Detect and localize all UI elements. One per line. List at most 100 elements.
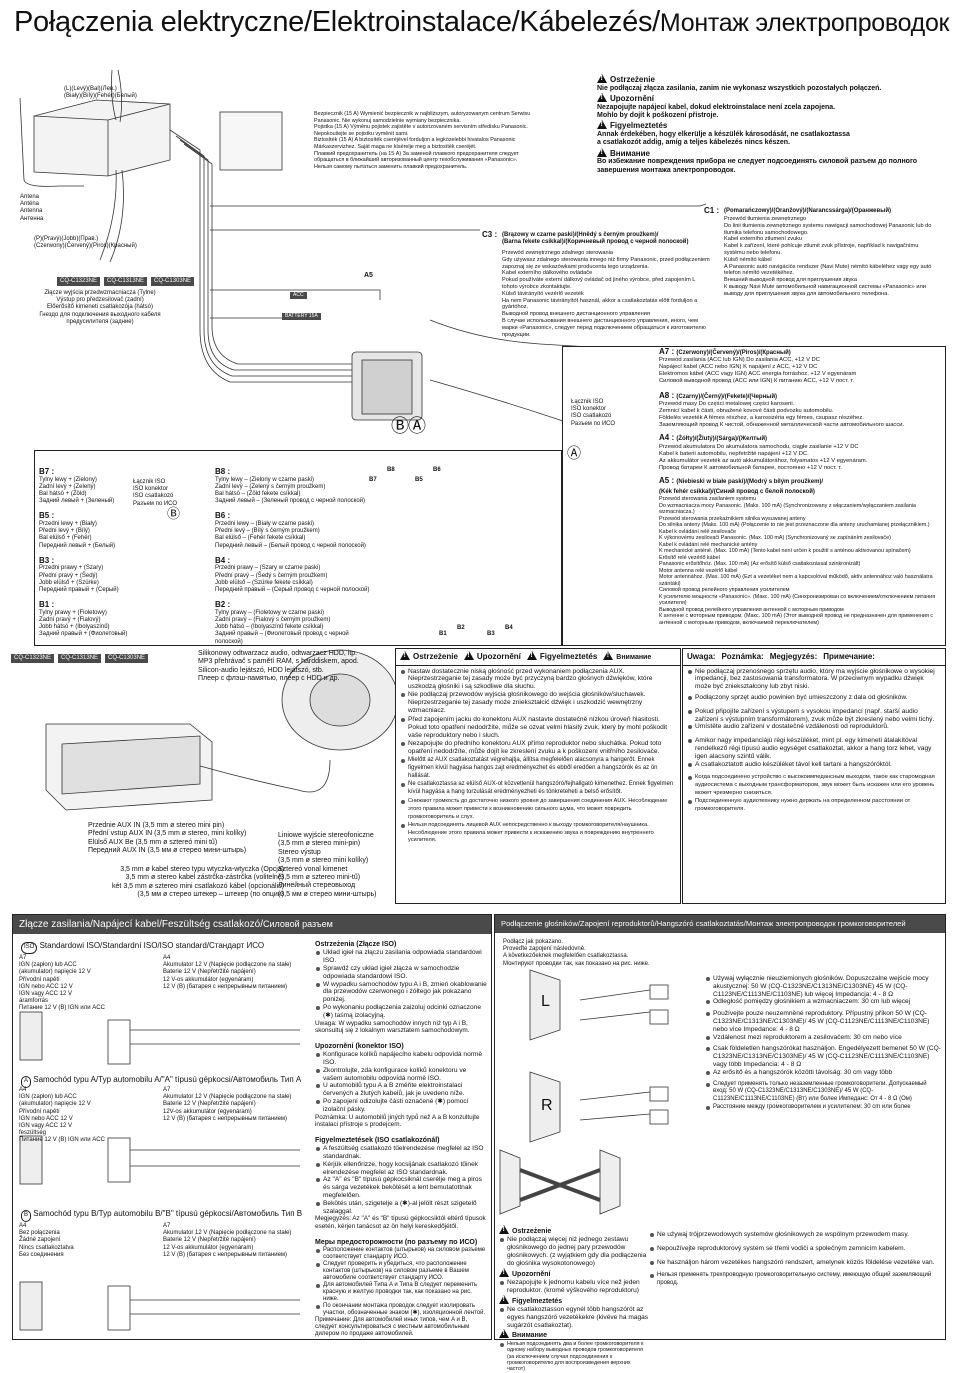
pin-a4: A4 : (Żółty)/(Žlutý)/(Sárga)/(Желтый) Pr…: [659, 433, 868, 471]
speaker-warning-right: Ne używaj trójprzewodowych systemów głoś…: [649, 1231, 939, 1288]
list-item: Нельзя применять трехпроводную громкогов…: [649, 1272, 939, 1288]
warning-icon: [597, 74, 607, 83]
power-hu-note: Megjegyzés: Az "A" és "B" típusú gépkocs…: [315, 1215, 486, 1230]
pin-b6: B6 :Przedni lewy – (Biały w czarne paski…: [215, 511, 366, 549]
power-cz-note: Poznámka: U automobilů jiných typů než A…: [315, 1113, 480, 1129]
warning-icon: [597, 93, 607, 102]
list-item: Podłączony sprzęt audio powinien być umi…: [687, 694, 941, 702]
list-item: Az erősítő és a hangszórók közötti távol…: [705, 1069, 941, 1077]
list-item: Nie podłączaj przewodów wyjścia głośniko…: [400, 691, 676, 714]
pin-b3: B3 :Przedni prawy + (Szary) Přední pravý…: [39, 555, 119, 594]
speaker-left-label: L: [541, 993, 550, 1010]
list-item: Нельзя подсоединять два и более громкого…: [499, 1341, 649, 1373]
power-hu-head: Figyelmeztetések (ISO csatlakozónál): [315, 1136, 440, 1144]
model-tag: CQ-C1313NE: [58, 654, 102, 663]
c1-id: C1 :: [704, 206, 720, 215]
iso-b-left-pins: B7 :Tylny lewy + (Zielony) Zadní levý + …: [39, 467, 135, 639]
iso-a-label: Łącznik ISO ISO konektor ISO csatlakozó …: [571, 399, 616, 427]
list-item: Konfigurace kolíků napájecího kabelu odp…: [315, 1051, 487, 1067]
list-item: По окончании монтажа проводок следует из…: [315, 1303, 487, 1317]
speaker-section: Podłączenie głośników/Zapojení reprodukt…: [494, 914, 946, 1372]
aux-warning-heads: Ostrzeżenie Upozornění Figyelmeztetés Вн…: [396, 649, 680, 666]
list-item: Расстояние между громкоговорителем и уси…: [705, 1104, 941, 1112]
warning-icon: [400, 651, 410, 660]
list-item: Odległość pomiędzy głośnikiem a wzmacnia…: [705, 998, 941, 1006]
car-icon: B: [21, 1210, 32, 1222]
list-item: Amikor nagy impedanciájú régi készüléket…: [687, 737, 941, 760]
c3-id: C3 :: [482, 230, 498, 239]
list-item: Nepoužívejte reproduktorový systém se tř…: [649, 1245, 939, 1253]
list-item: Nezapojujte k jednomu kabelu více než je…: [499, 1279, 649, 1295]
list-item: Umístěte audio zařízení v dostatečné vzd…: [687, 723, 941, 731]
list-item: Nastaw dostatecznie niską głośność przed…: [400, 668, 676, 691]
warning-icon: [603, 651, 614, 660]
battery-tag: BATTERY 15A: [282, 313, 321, 320]
aux-model-tags: CQ-C1323NE CQ-C1313NE CQ-C1303NE: [11, 654, 149, 663]
speaker-label-b7: B7: [369, 477, 377, 483]
pin-b2: B2 :Tylny prawy – (Fioletowy w czarne pa…: [215, 600, 349, 645]
car-icon: A: [21, 1076, 32, 1088]
warning-cz-text: Nezapojujte napájecí kabel, dokud elektr…: [597, 103, 836, 119]
model-tag: CQ-C1313NE: [104, 277, 148, 286]
iso-icon: ISO: [21, 942, 38, 954]
pin-a7: A7 : (Czerwony)/(Červený)/(Piros)/(Красн…: [659, 347, 857, 385]
aux-front-label: Przednie AUX IN (3,5 mm ø stereo mini pi…: [88, 822, 247, 855]
warning-icon: [463, 651, 474, 660]
list-item: Расположение контактов (штырьков) на сил…: [315, 1247, 487, 1261]
list-item: Vzdálenost mezi reproduktorem a zesilova…: [705, 1034, 941, 1042]
connector-b-mark: Ⓑ: [391, 416, 409, 436]
list-item: U automobilů typu A a B změňte elektroin…: [315, 1082, 487, 1098]
iso-b-label: Łącznik ISO ISO konektor ISO csatlakozó …: [133, 479, 178, 507]
preout-label: Złącze wyjścia przedwzmacniacza (Tylne) …: [39, 290, 161, 325]
power-pl-list: Układ igieł na złączu zasilania odpowiad…: [315, 949, 487, 1019]
warning-icon: [499, 1294, 509, 1304]
power-cz-head: Upozornění (konektor ISO): [315, 1042, 404, 1050]
fuse-note: Bezpiecznik (15 A) Wymienić bezpiecznik …: [314, 111, 531, 170]
model-tag: CQ-C1303NE: [151, 277, 195, 286]
power-pl-head: Ostrzeżenia (Złącze ISO): [315, 941, 397, 948]
type-b-a7-desc: A7 Akumulator 12 V (Napięcie podłączone …: [163, 1223, 292, 1258]
connector-a-mark: Ⓐ: [567, 445, 581, 461]
list-item: Używaj wyłącznie nieuziemionych głośnikó…: [705, 975, 941, 998]
c1-color: (Pomarańczowy)/(Oranžový)/(Narancssárga)…: [724, 208, 892, 214]
list-item: Kérjük ellenőrizze, hogy kocsijának csat…: [315, 1161, 487, 1177]
top-warning: Ostrzeżenie Nie podłączaj złącza zasilan…: [597, 74, 937, 175]
warning-pl-head: Ostrzeżenie: [597, 74, 937, 85]
power-cz-list: Konfigurace kolíků napájecího kabelu odp…: [315, 1051, 487, 1113]
aux-note-box: Uwaga:Poznámka:Megjegyzés:Примечание: Ni…: [682, 648, 946, 904]
list-item: Ne használjon három vezetékes hangszóró …: [649, 1259, 939, 1267]
list-item: Нельзя подсоединять лицевой AUX непосред…: [400, 822, 676, 845]
list-item: A csatlakoztatott audio készüléket távol…: [687, 761, 941, 769]
list-item: Nie podłączaj przenośnego sprzętu audio,…: [687, 668, 941, 691]
page-title: Połączenia elektryczne/Elektroinstalace/…: [14, 6, 950, 38]
warning-icon: [499, 1225, 509, 1234]
warning-cz-head: Upozornění: [597, 93, 937, 104]
acc-tag: ACC: [290, 292, 307, 299]
c3-desc: Przewód zewnętrznego zdalnego sterowania…: [502, 250, 710, 338]
power-ru-head: Меры предосторожности (по разъему по ИСО…: [315, 1238, 478, 1246]
aux-warning-list: Nastaw dostatecznie niską głośność przed…: [396, 666, 680, 848]
type-a-title: A Samochód typu A/Typ automobilu A/"A" t…: [21, 1075, 301, 1088]
speaker-label-b6: B6: [433, 467, 441, 473]
aux-lineout-label: Liniowe wyjście stereofoniczne (3,5 mm ø…: [278, 832, 377, 898]
list-item: Bekötés után, szigetelje a (✱)-al jelölt…: [315, 1200, 487, 1216]
warning-ru-head: Внимание: [597, 147, 937, 159]
warning-icon: [597, 147, 607, 157]
rca-right-label: (P)(Pravý)(Jobb)(Прав.) (Czerwony)(Červe…: [34, 236, 137, 250]
list-item: Az "A" és "B" típusú gépkocsiknál cserél…: [315, 1176, 487, 1199]
pin-b7: B7 :Tylny lewy + (Zielony) Zadní levý + …: [39, 467, 115, 505]
list-item: Когда подсоединено устройство с высокоим…: [687, 774, 941, 797]
warning-icon: [526, 651, 537, 660]
speaker-spec-list: Używaj wyłącznie nieuziemionych głośnikó…: [705, 975, 941, 1112]
warning-ru-text: Во избежание повреждения прибора не след…: [597, 158, 918, 174]
list-item: W wypadku samochodów typu A i B, zmień o…: [315, 981, 487, 1004]
iso-a7-desc: A7 IGN (zapłon) lub ACC (akumulator) nap…: [19, 955, 105, 1012]
list-item: Nie podłączaj więcej niż jednego zestawu…: [499, 1236, 649, 1267]
rca-left-label: (L)(Levý)(Bal)(Лев.) (Biały)(Bílý)(Fehér…: [64, 86, 137, 100]
type-a-a4-desc: A4 IGN (zapłon) lub ACC (akumulator) nap…: [19, 1087, 105, 1144]
power-ru-note: Примечание: Для автомобилей иных типов, …: [315, 1316, 470, 1337]
speaker-label-b3: B3: [487, 631, 495, 637]
list-item: Pokud připojíte zařízení s výstupem s vy…: [687, 708, 941, 724]
list-item: Для автомобилей Типа A и Типа B следует …: [315, 1282, 487, 1303]
aux-cable-label: 3,5 mm ø kabel stereo typu wtyczka-wtycz…: [112, 866, 284, 899]
